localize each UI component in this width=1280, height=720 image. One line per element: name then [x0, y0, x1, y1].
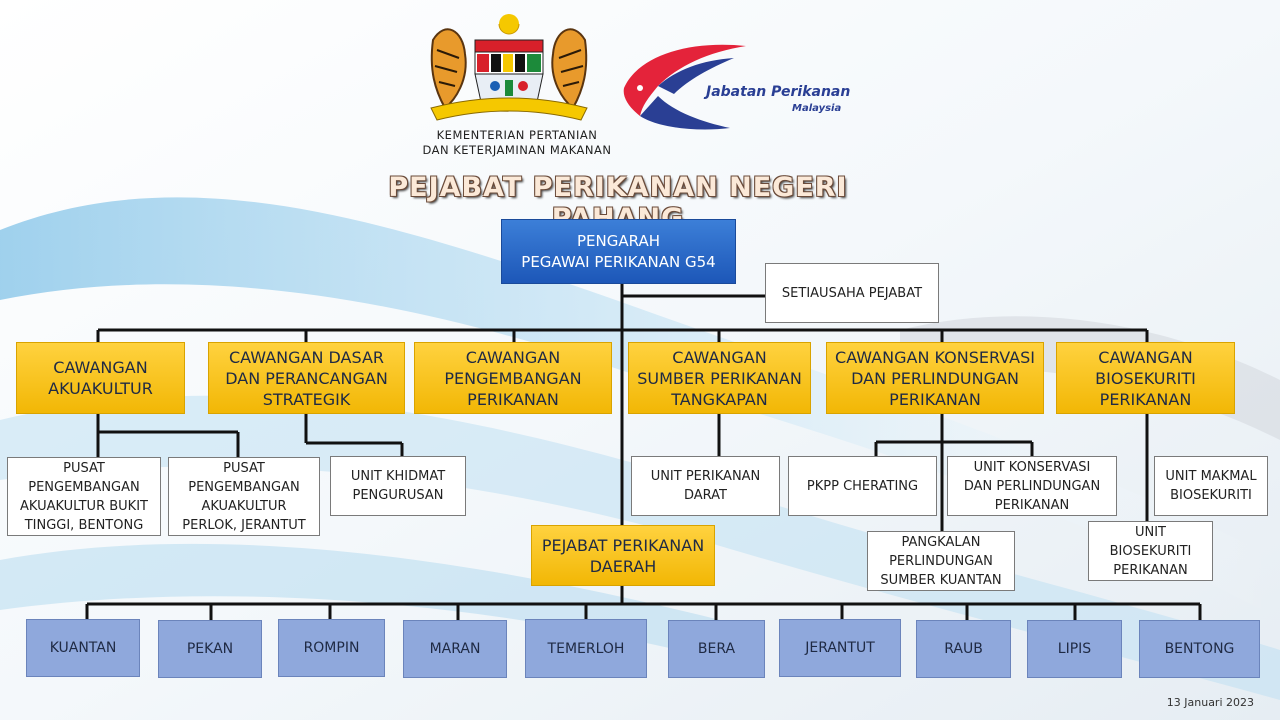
branch-konservasi: CAWANGAN KONSERVASI DAN PERLINDUNGAN PER… [826, 342, 1044, 414]
unit-label: PERIKANAN [994, 497, 1070, 513]
branch-label: CAWANGAN [672, 347, 767, 367]
branch-label: DAN PERLINDUNGAN [851, 368, 1019, 388]
unit-label: BIOSEKURITI [1170, 488, 1252, 503]
branch-label: TANGKAPAN [671, 389, 768, 409]
fish-logo-icon [623, 44, 746, 130]
district-office-label: PEJABAT PERIKANAN [541, 535, 705, 555]
unit-label: PENGURUSAN [352, 488, 444, 503]
coat-of-arms-icon [430, 14, 588, 121]
branch-label: CAWANGAN [1098, 347, 1193, 367]
unit-konservasi: UNIT KONSERVASI DAN PERLINDUNGAN PERIKAN… [947, 456, 1117, 516]
district-raub: RAUB [916, 620, 1011, 678]
district-label: MARAN [429, 641, 481, 657]
ministry-name: KEMENTERIAN PERTANIAN DAN KETERJAMINAN M… [390, 128, 644, 158]
branch-label: CAWANGAN KONSERVASI [835, 347, 1035, 367]
agency-logo-text: Jabatan Perikanan [706, 84, 851, 100]
unit-label: PUSAT [223, 460, 265, 476]
branch-label: STRATEGIK [262, 389, 351, 409]
branch-sumber-perikanan: CAWANGAN SUMBER PERIKANAN TANGKAPAN [628, 342, 811, 414]
unit-label: UNIT KHIDMAT [350, 469, 446, 484]
district-label: RAUB [944, 641, 983, 657]
unit-label: BIOSEKURITI [1109, 543, 1192, 559]
district-label: LIPIS [1057, 641, 1092, 657]
date-label: 13 Januari 2023 [1166, 696, 1254, 709]
branch-biosekuriti: CAWANGAN BIOSEKURITI PERIKANAN [1056, 342, 1235, 414]
unit-pkpp-cherating: PKPP CHERATING [788, 456, 937, 516]
unit-label: SUMBER KUANTAN [880, 572, 1002, 588]
district-label: BENTONG [1164, 641, 1235, 657]
unit-label: PENGEMBANGAN [188, 479, 300, 495]
unit-label: PERLINDUNGAN [889, 553, 993, 569]
branch-label: BIOSEKURITI [1095, 368, 1196, 388]
district-bentong: BENTONG [1139, 620, 1260, 678]
branch-label: CAWANGAN DASAR [229, 347, 384, 367]
unit-label: UNIT [1134, 524, 1166, 540]
district-label: JERANTUT [805, 640, 875, 656]
unit-khidmat-pengurusan: UNIT KHIDMAT PENGURUSAN [330, 456, 466, 516]
branch-label: PERIKANAN [1099, 389, 1192, 409]
district-office-box: PEJABAT PERIKANAN DAERAH [531, 525, 715, 586]
district-lipis: LIPIS [1027, 620, 1122, 678]
district-maran: MARAN [403, 620, 507, 678]
district-label: PEKAN [186, 641, 234, 657]
district-label: KUANTAN [49, 640, 117, 656]
agency-logo-country: Malaysia [792, 103, 842, 114]
unit-label: PERLOK, JERANTUT [182, 517, 306, 533]
branch-dasar-perancangan: CAWANGAN DASAR DAN PERANCANGAN STRATEGIK [208, 342, 405, 414]
district-label: BERA [697, 641, 736, 657]
unit-pusat-bukit-tinggi: PUSAT PENGEMBANGAN AKUAKULTUR BUKIT TING… [7, 457, 161, 536]
unit-label: UNIT KONSERVASI [973, 459, 1091, 475]
branch-akuakultur: CAWANGAN AKUAKULTUR [16, 342, 185, 414]
branch-label: CAWANGAN [53, 358, 148, 377]
unit-pusat-perlok: PUSAT PENGEMBANGAN AKUAKULTUR PERLOK, JE… [168, 457, 320, 536]
branch-label: CAWANGAN [465, 347, 561, 367]
branch-label: PERIKANAN [467, 389, 559, 409]
branch-label: PERIKANAN [889, 389, 981, 409]
unit-pangkalan-kuantan: PANGKALAN PERLINDUNGAN SUMBER KUANTAN [867, 531, 1015, 591]
branch-label: DAN PERANCANGAN [225, 368, 388, 388]
district-label: TEMERLOH [547, 640, 625, 657]
secretary-label: SETIAUSAHA PEJABAT [781, 285, 923, 301]
unit-label: PUSAT [63, 460, 105, 476]
secretary-box: SETIAUSAHA PEJABAT [765, 263, 939, 323]
unit-biosekuriti-perikanan: UNIT BIOSEKURITI PERIKANAN [1088, 521, 1213, 581]
director-grade: PEGAWAI PERIKANAN G54 [521, 252, 716, 271]
unit-label: PERIKANAN [1113, 562, 1188, 578]
district-office-label: DAERAH [589, 556, 657, 576]
district-kuantan: KUANTAN [26, 619, 140, 677]
district-rompin: ROMPIN [278, 619, 385, 677]
district-temerloh: TEMERLOH [525, 619, 647, 678]
unit-label: AKUAKULTUR BUKIT [20, 498, 148, 514]
unit-label: DAN PERLINDUNGAN [963, 478, 1101, 494]
branch-label: PENGEMBANGAN [444, 368, 582, 388]
district-jerantut: JERANTUT [779, 619, 901, 677]
unit-label: UNIT MAKMAL [1165, 469, 1257, 484]
unit-label: UNIT PERIKANAN [650, 469, 761, 484]
district-pekan: PEKAN [158, 620, 262, 678]
director-title: PENGARAH [577, 231, 660, 250]
ministry-line-1: KEMENTERIAN PERTANIAN [436, 128, 598, 142]
unit-label: TINGGI, BENTONG [24, 517, 144, 533]
unit-perikanan-darat: UNIT PERIKANAN DARAT [631, 456, 780, 516]
unit-label: DARAT [683, 488, 727, 503]
branch-pengembangan: CAWANGAN PENGEMBANGAN PERIKANAN [414, 342, 612, 414]
unit-label: PANGKALAN [901, 534, 981, 550]
ministry-line-2: DAN KETERJAMINAN MAKANAN [422, 143, 612, 157]
district-bera: BERA [668, 620, 765, 678]
unit-label: AKUAKULTUR [201, 498, 287, 514]
district-label: ROMPIN [303, 640, 360, 656]
unit-makmal-biosekuriti: UNIT MAKMAL BIOSEKURITI [1154, 456, 1268, 516]
unit-label: PENGEMBANGAN [28, 479, 140, 495]
branch-label: AKUAKULTUR [48, 379, 153, 398]
unit-label: PKPP CHERATING [806, 478, 919, 494]
director-box: PENGARAH PEGAWAI PERIKANAN G54 [501, 219, 736, 284]
branch-label: SUMBER PERIKANAN [637, 368, 802, 388]
